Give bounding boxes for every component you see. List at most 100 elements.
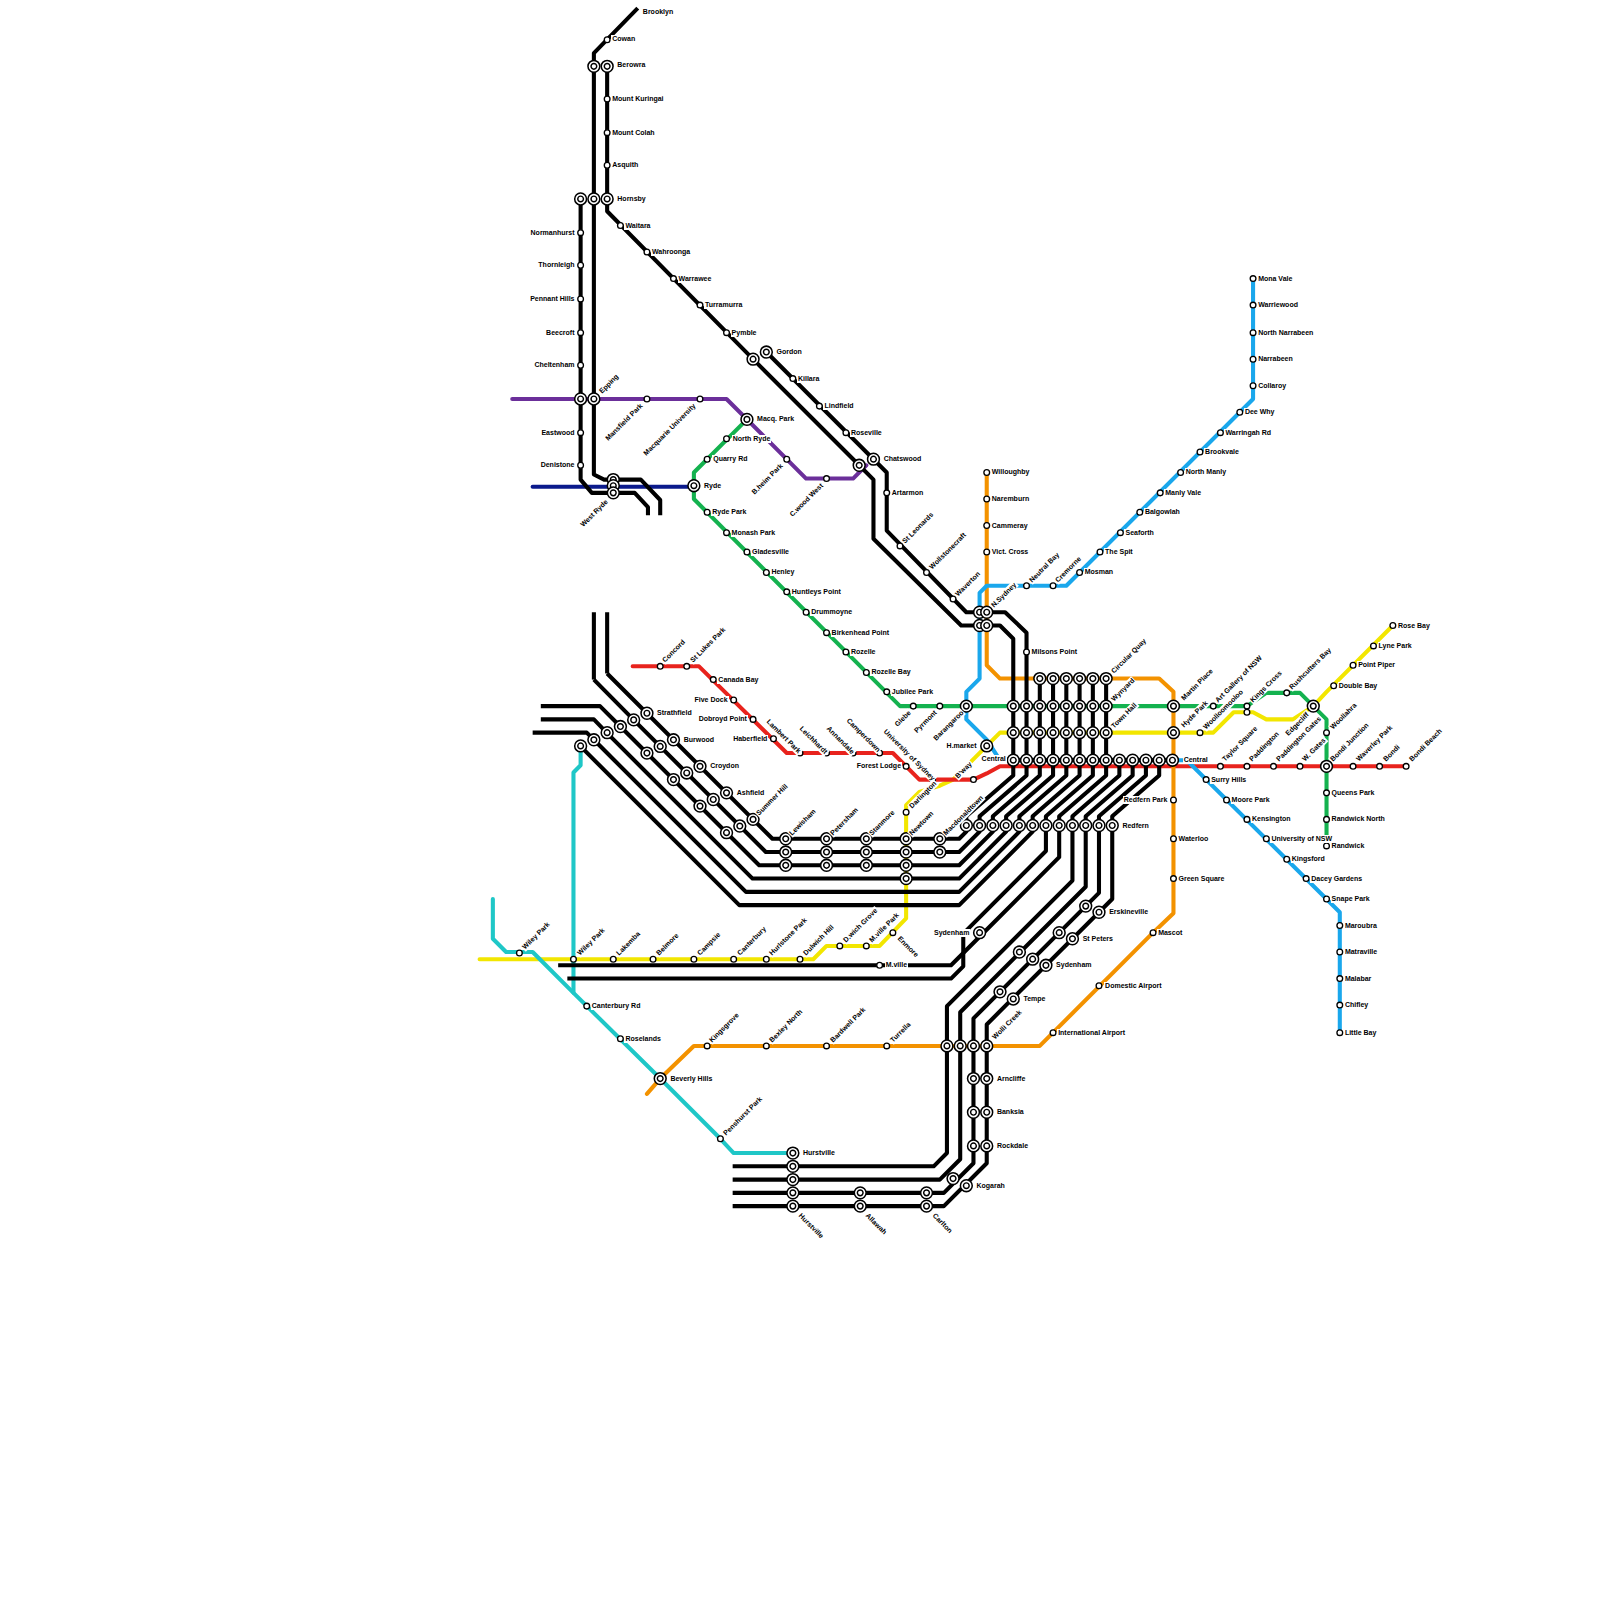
station-label: Wiley Park: [575, 926, 607, 958]
station-label: North Manly: [1185, 468, 1227, 476]
interchange-symbol: [588, 60, 600, 72]
station-label: Dobroyd Point: [698, 715, 748, 723]
station-label: Circular Quay: [1109, 637, 1149, 677]
station-dot: [578, 430, 584, 436]
interchange-core: [684, 770, 690, 776]
interchange-symbol: [1021, 700, 1033, 712]
interchange-core: [863, 849, 869, 855]
interchange-symbol: [854, 1200, 866, 1212]
interchange-core: [1117, 757, 1123, 763]
station-label: Carlton: [930, 1211, 954, 1235]
rail-line: [733, 826, 1113, 1207]
station-label: Warringah Rd: [1224, 429, 1272, 437]
interchange-ring: [968, 1040, 980, 1052]
station-dot: [797, 956, 803, 962]
station-label: Henley: [770, 568, 795, 576]
interchange-ring: [787, 1160, 799, 1172]
interchange-ring: [1087, 673, 1099, 685]
station-dot: [1371, 643, 1377, 649]
interchange-symbol: [981, 1106, 993, 1118]
station-dot: [691, 956, 697, 962]
rail-line: [533, 733, 1020, 892]
rail-line: [607, 66, 979, 625]
interchange-symbol: [721, 787, 733, 799]
interchange-core: [963, 823, 969, 829]
station-dot: [1390, 623, 1396, 629]
station-dot: [517, 950, 523, 956]
interchange-symbol: [734, 820, 746, 832]
interchange-core: [737, 823, 743, 829]
interchange-core: [937, 836, 943, 842]
interchange-symbol: [1067, 933, 1079, 945]
interchange-ring: [1100, 727, 1112, 739]
interchange-core: [963, 703, 969, 709]
interchange-symbol: [1027, 820, 1039, 832]
interchange-ring: [601, 727, 613, 739]
station-label: Seaforth: [1124, 529, 1154, 537]
interchange-symbol: [1013, 946, 1025, 958]
station-label: Quarry Rd: [712, 455, 748, 463]
station-label: Denistone: [540, 461, 576, 469]
interchange-ring: [654, 741, 666, 753]
station-label: Mansfield Park: [604, 401, 646, 443]
interchange-ring: [1027, 953, 1039, 965]
station-label: Brookvale: [1204, 448, 1240, 456]
station-dot: [984, 470, 990, 476]
station-label: Collaroy: [1257, 382, 1287, 390]
station-label: Randwick North: [1331, 815, 1386, 823]
interchange-core: [1037, 730, 1043, 736]
interchange-ring: [601, 60, 613, 72]
interchange-symbol: [854, 1187, 866, 1199]
interchange-ring: [654, 1073, 666, 1085]
interchange-ring: [860, 846, 872, 858]
interchange-ring: [1021, 727, 1033, 739]
interchange-ring: [668, 734, 680, 746]
station-dot: [1097, 549, 1103, 555]
interchange-symbol: [1321, 760, 1333, 772]
interchange-core: [604, 196, 610, 202]
station-dot: [618, 1036, 624, 1042]
interchange-symbol: [1087, 754, 1099, 766]
station-label: Queens Park: [1331, 789, 1376, 797]
rail-line: [1078, 679, 1082, 761]
interchange-ring: [1047, 673, 1059, 685]
station-dot: [910, 703, 916, 709]
interchange-core: [1310, 703, 1316, 709]
station-dot: [984, 523, 990, 529]
interchange-ring: [1021, 700, 1033, 712]
interchange-symbol: [668, 774, 680, 786]
interchange-core: [1070, 936, 1076, 942]
interchange-ring: [1034, 673, 1046, 685]
interchange-symbol: [1013, 820, 1025, 832]
station-label: West Ryde: [579, 497, 611, 529]
interchange-ring: [1074, 700, 1086, 712]
station-dot: [578, 262, 584, 268]
station-dot: [1171, 836, 1177, 842]
interchange-ring: [987, 820, 999, 832]
station-label: Moore Park: [1231, 796, 1271, 804]
station-label: Dacey Gardens: [1310, 875, 1363, 883]
station-label: Brooklyn: [642, 8, 674, 16]
station-dot: [1244, 817, 1250, 823]
station-label: B'way: [953, 759, 974, 780]
interchange-ring: [981, 1073, 993, 1085]
interchange-ring: [921, 1200, 933, 1212]
interchange-core: [1050, 730, 1056, 736]
interchange-core: [644, 750, 650, 756]
interchanges: [575, 60, 1333, 1212]
station-label: Huntleys Point: [791, 588, 842, 596]
interchange-symbol: [1093, 906, 1105, 918]
interchange-symbol: [853, 459, 865, 471]
station-label: Point Piper: [1357, 661, 1396, 669]
interchange-core: [1037, 703, 1043, 709]
interchange-ring: [981, 620, 993, 632]
interchange-ring: [1000, 820, 1012, 832]
interchange-core: [790, 1190, 796, 1196]
interchange-symbol: [868, 453, 880, 465]
route-line: [493, 899, 793, 1153]
interchange-core: [790, 1177, 796, 1183]
interchange-ring: [968, 1106, 980, 1118]
interchange-core: [1003, 823, 1009, 829]
station-dot: [744, 549, 750, 555]
station-label: Penshurst Park: [722, 1094, 765, 1137]
